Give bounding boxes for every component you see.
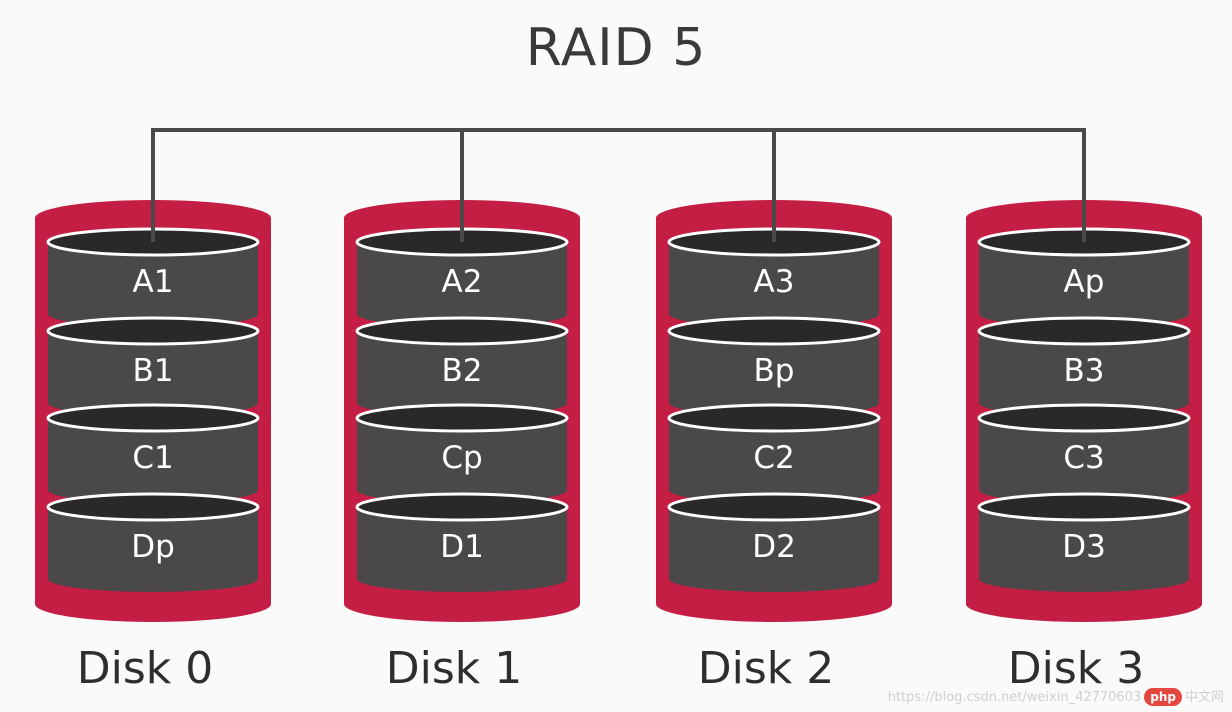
disk-segment bbox=[669, 331, 879, 416]
segment-label: B3 bbox=[1064, 353, 1105, 389]
disk-segment bbox=[357, 242, 567, 327]
disk-segment bbox=[357, 507, 567, 592]
disk-segment bbox=[979, 418, 1189, 503]
watermark-site: 中文网 bbox=[1184, 690, 1224, 705]
disk-segment bbox=[48, 507, 258, 592]
disk-segment bbox=[979, 242, 1189, 327]
disk-label: Disk 1 bbox=[386, 643, 523, 694]
segment-top-rim bbox=[46, 316, 260, 346]
php-logo: php bbox=[1144, 688, 1182, 706]
segment-top-rim bbox=[46, 492, 260, 522]
watermark-url: https://blog.csdn.net/weixin_42770603 bbox=[887, 690, 1142, 705]
segment-label: A2 bbox=[442, 264, 483, 300]
segment-label: D2 bbox=[752, 529, 796, 565]
segment-top-rim bbox=[667, 492, 881, 522]
segment-top-rim bbox=[977, 316, 1191, 346]
disk-segment bbox=[357, 331, 567, 416]
segment-label: Dp bbox=[131, 529, 175, 565]
segment-label: Bp bbox=[754, 353, 795, 389]
segment-label: C2 bbox=[753, 440, 794, 476]
segment-label: Cp bbox=[441, 440, 482, 476]
segment-top-rim bbox=[46, 403, 260, 433]
segment-top-rim bbox=[977, 403, 1191, 433]
disk-segment bbox=[48, 242, 258, 327]
disk-segment bbox=[669, 507, 879, 592]
disk-segment bbox=[979, 331, 1189, 416]
segment-top-rim bbox=[667, 316, 881, 346]
segment-top-rim bbox=[977, 492, 1191, 522]
segment-label: C3 bbox=[1063, 440, 1104, 476]
segment-label: B1 bbox=[133, 353, 174, 389]
disk-segment bbox=[979, 507, 1189, 592]
disk-segment bbox=[669, 242, 879, 327]
segment-label: A3 bbox=[754, 264, 795, 300]
disk-label: Disk 0 bbox=[77, 643, 214, 694]
segment-top-rim bbox=[355, 403, 569, 433]
segment-label: D1 bbox=[440, 529, 484, 565]
segment-label: Ap bbox=[1064, 264, 1105, 300]
segment-label: A1 bbox=[133, 264, 174, 300]
disk-segment bbox=[48, 331, 258, 416]
segment-label: B2 bbox=[442, 353, 483, 389]
disk-segment bbox=[669, 418, 879, 503]
disk-label: Disk 2 bbox=[698, 643, 835, 694]
segment-top-rim bbox=[667, 403, 881, 433]
disk-segment bbox=[357, 418, 567, 503]
diagram-title: RAID 5 bbox=[525, 18, 707, 78]
segment-label: C1 bbox=[132, 440, 173, 476]
disk-label: Disk 3 bbox=[1008, 643, 1145, 694]
segment-label: D3 bbox=[1062, 529, 1106, 565]
segment-top-rim bbox=[355, 492, 569, 522]
disk-segment bbox=[48, 418, 258, 503]
segment-top-rim bbox=[355, 316, 569, 346]
